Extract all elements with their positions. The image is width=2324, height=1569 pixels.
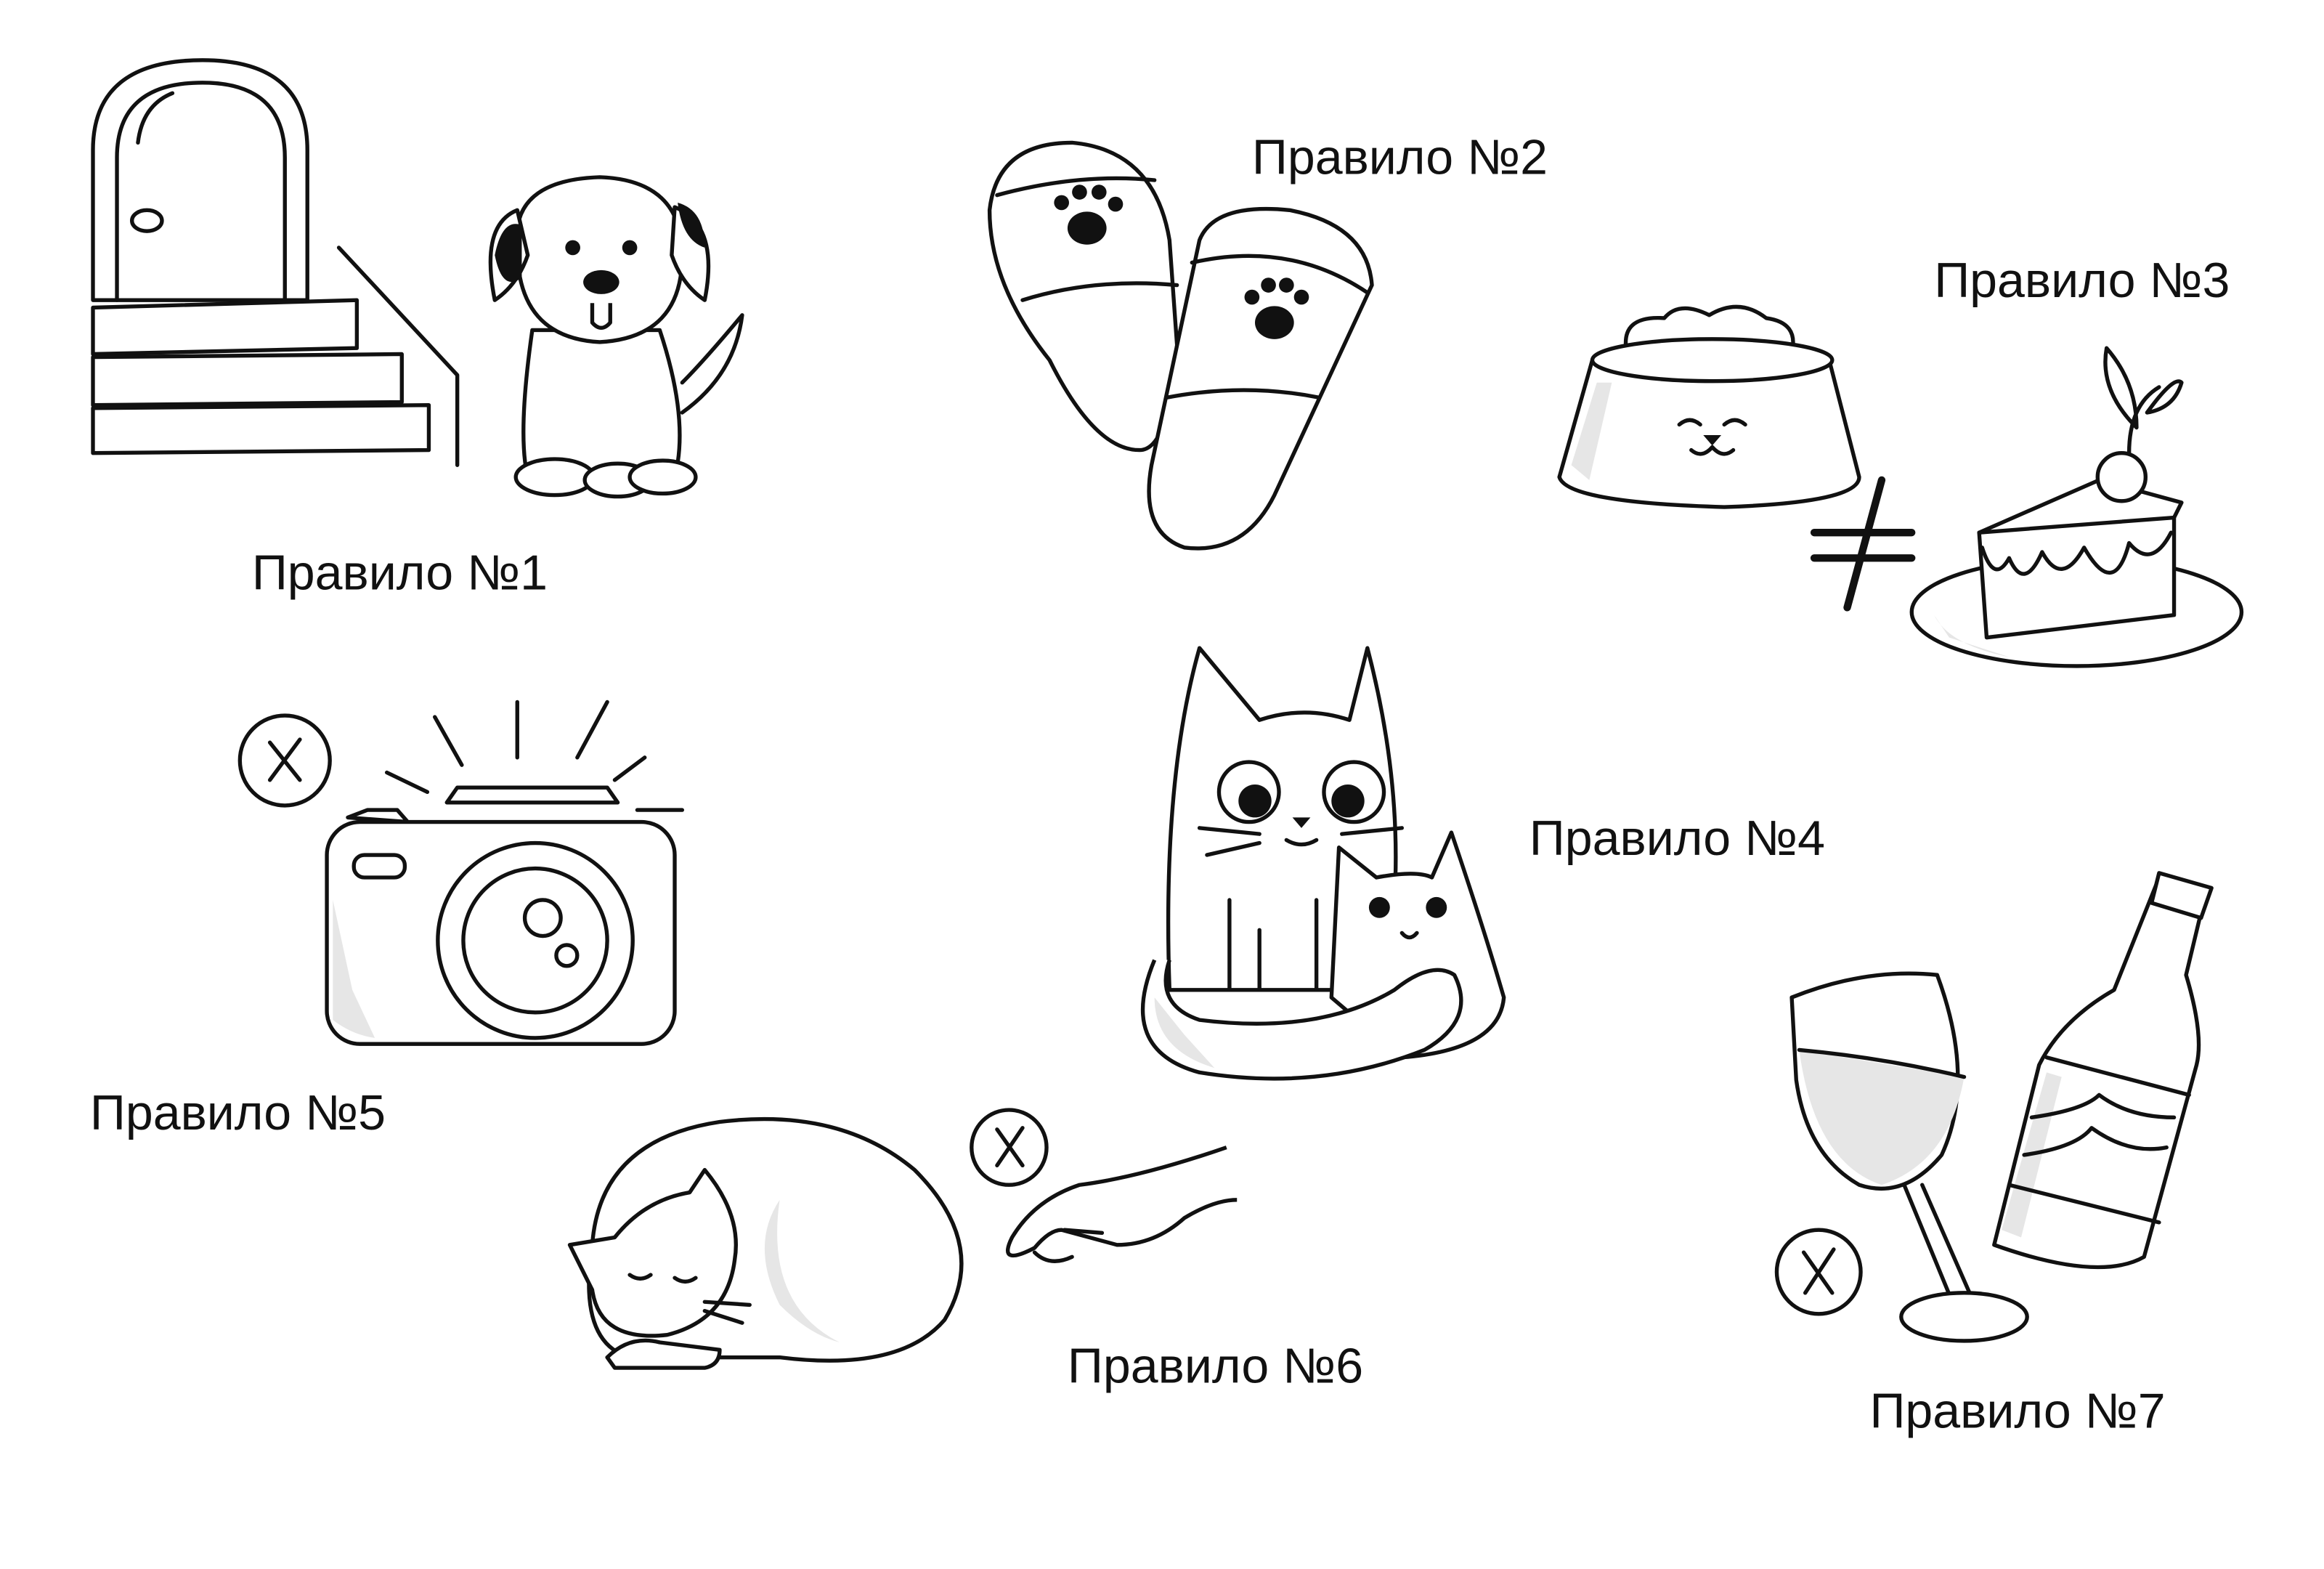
door-stairs-icon: [91, 58, 460, 467]
rule-label: Правило №2: [1252, 130, 1548, 185]
two-cats-icon: [1140, 646, 1506, 1081]
forbidden-icon: [970, 1108, 1049, 1187]
rule-label: Правило №6: [1068, 1339, 1363, 1394]
rule-label: Правило №4: [1529, 811, 1825, 866]
forbidden-icon: [1774, 1228, 1863, 1316]
rule-label: Правило №5: [90, 1085, 386, 1140]
rule-label: Правило №3: [1934, 253, 2230, 308]
dog-icon: [488, 175, 744, 499]
rule-label: Правило №1: [252, 546, 548, 601]
slippers-icon: [987, 140, 1374, 551]
forbidden-icon: [237, 713, 332, 808]
cake-icon: [1909, 346, 2244, 668]
not-equal-icon: [1810, 476, 1916, 612]
hand-icon: [1006, 1146, 1238, 1263]
pet-bowl-icon: [1557, 304, 1861, 509]
wine-glass-icon: [1789, 971, 2029, 1343]
wine-bottle-icon: [1992, 871, 2214, 1270]
camera-icon: [325, 700, 685, 1046]
sleeping-cat-icon: [567, 1116, 964, 1370]
rule-label: Правило №7: [1869, 1384, 2165, 1439]
